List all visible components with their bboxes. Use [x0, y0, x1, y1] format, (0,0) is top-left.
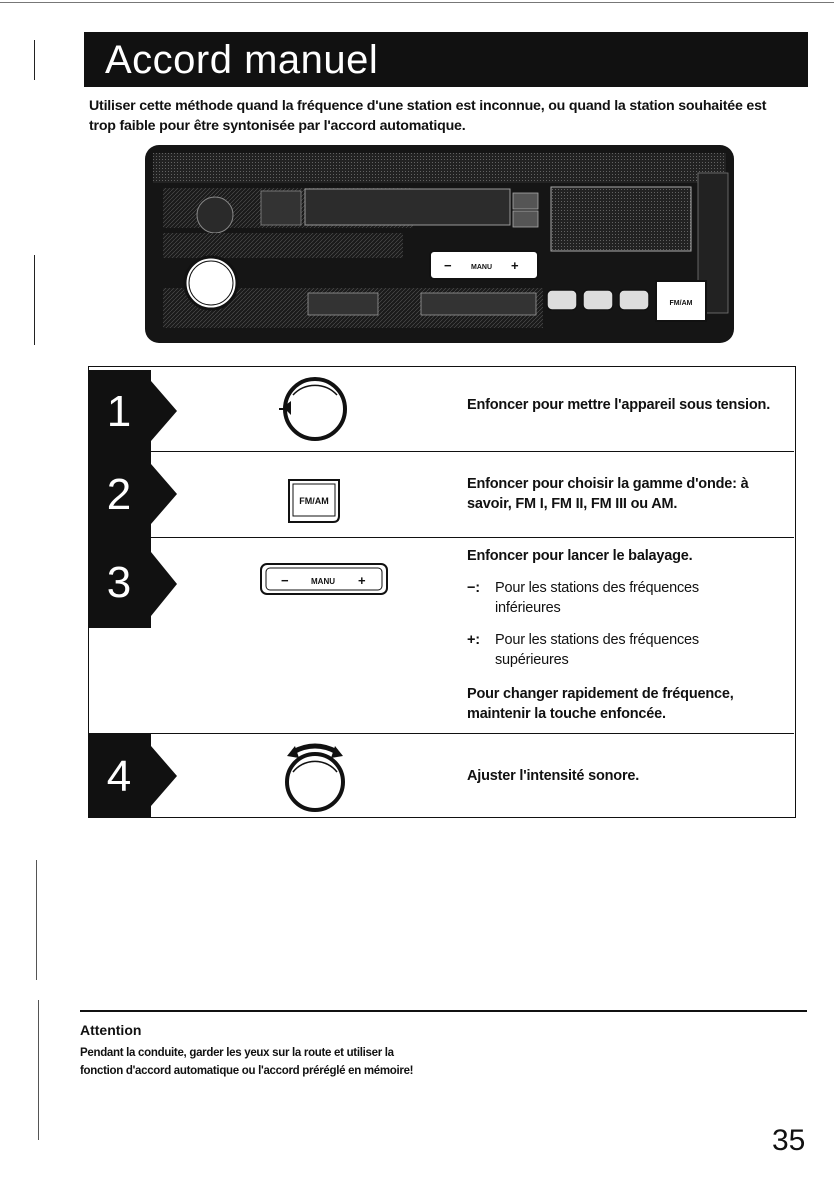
- manu-plus: +: [511, 258, 519, 273]
- steps-table: 1 Enfoncer pour mettre l'appareil sous t…: [88, 366, 796, 818]
- step-2-text: Enfoncer pour choisir la gamme d'onde: à…: [467, 476, 749, 512]
- page-title-bar: Accord manuel: [84, 32, 808, 87]
- preset-button: [618, 289, 650, 311]
- page-title: Accord manuel: [105, 38, 379, 82]
- step-3: 3 − MANU + Enfoncer pour lancer le balay…: [89, 537, 794, 733]
- step-3-item-minus: −: Pour les stations des fréquences infé…: [467, 580, 699, 616]
- top-rule: [0, 2, 834, 3]
- scan-mark: [34, 40, 35, 80]
- step-3-item-plus: +: Pour les stations des fréquences supé…: [467, 632, 699, 668]
- rocker-minus: −: [281, 573, 289, 588]
- tuning-knob-back: [196, 196, 234, 234]
- attention-divider: [80, 1010, 807, 1012]
- volume-knob: [183, 255, 239, 311]
- step-number-arrow: [89, 452, 177, 538]
- scan-mark: [36, 860, 37, 980]
- car-radio-illustration: − MANU + FM/AM: [145, 145, 734, 343]
- fm-am-button: [655, 280, 707, 322]
- step-1-text: Enfoncer pour mettre l'appareil sous ten…: [467, 397, 771, 413]
- rocker-label: MANU: [311, 577, 335, 586]
- manu-label: MANU: [471, 264, 492, 271]
- fm-am-label: FM/AM: [670, 300, 693, 307]
- scan-mark: [38, 1000, 39, 1140]
- step-number: 4: [106, 752, 132, 801]
- step-3-text: Enfoncer pour lancer le balayage. −: Pou…: [467, 546, 787, 724]
- attention-body: Pendant la conduite, garder les yeux sur…: [80, 1047, 414, 1077]
- knob-rotate-icon: [285, 743, 345, 812]
- step-number-arrow: [89, 538, 177, 628]
- step-number: 2: [106, 470, 132, 519]
- step-number: 3: [106, 558, 132, 607]
- preset-button: [546, 289, 578, 311]
- manu-minus: −: [444, 258, 452, 273]
- attention-title: Attention: [80, 1022, 142, 1038]
- fm-am-label: FM/AM: [299, 496, 329, 506]
- rocker-plus: +: [358, 573, 366, 588]
- preset-button: [582, 289, 614, 311]
- page-number: 35: [772, 1124, 806, 1157]
- step-number: 1: [106, 387, 132, 436]
- manu-rocker-icon: − MANU +: [260, 563, 388, 595]
- manu-rocker: [429, 250, 539, 280]
- knob-press-icon: [279, 377, 347, 441]
- step-2: 2 FM/AM Enfoncer pour choisir la gamme d…: [89, 451, 794, 538]
- step-1: 1 Enfoncer pour mettre l'appareil sous t…: [89, 367, 794, 451]
- radio-top-grille: [153, 153, 726, 183]
- cassette-slot: [304, 188, 511, 226]
- step-4-text: Ajuster l'intensité sonore.: [467, 768, 640, 784]
- fm-am-button-icon: FM/AM: [288, 479, 340, 523]
- scan-mark: [34, 255, 35, 345]
- step-4: 4 Ajuster l'intensité sonore.: [89, 733, 794, 818]
- step-number-arrow: [89, 734, 177, 818]
- step-number-arrow: [89, 370, 177, 451]
- intro-text: Utiliser cette méthode quand la fréquenc…: [89, 98, 767, 134]
- display-window: [550, 186, 692, 252]
